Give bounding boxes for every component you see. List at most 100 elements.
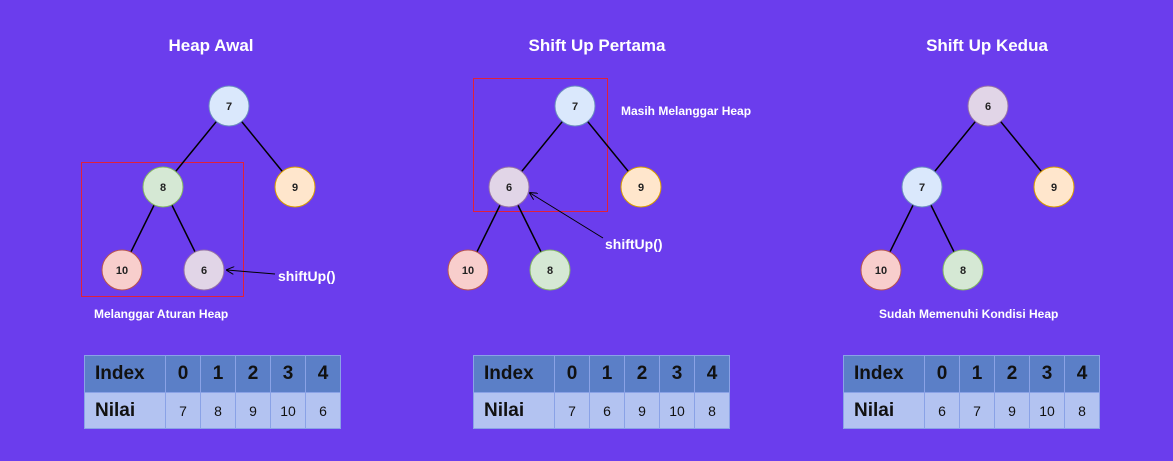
pointer-label-shiftup-1: shiftUp() bbox=[278, 268, 336, 284]
shiftup-pointer-arrow-2 bbox=[530, 193, 604, 239]
heap-node-circle bbox=[860, 249, 902, 291]
heap-node: 6 bbox=[183, 249, 225, 291]
heap-node-value: 10 bbox=[462, 265, 474, 277]
heap-node-circle bbox=[488, 166, 530, 208]
heap-node-value: 7 bbox=[572, 101, 578, 113]
heap-node-circle bbox=[208, 85, 250, 127]
array-table-shift-up-kedua: Index 0 1 2 3 4 Nilai 6 7 9 10 8 bbox=[843, 355, 1100, 429]
value-cell: 6 bbox=[924, 392, 960, 429]
heap-node-circle bbox=[274, 166, 316, 208]
value-cell: 10 bbox=[659, 392, 695, 429]
heap-node: 10 bbox=[101, 249, 143, 291]
annotation-memenuhi: Sudah Memenuhi Kondisi Heap bbox=[879, 307, 1059, 321]
value-cell: 8 bbox=[1064, 392, 1100, 429]
index-cell: 1 bbox=[200, 355, 236, 393]
shiftup-pointer-arrow-1 bbox=[227, 270, 276, 274]
heap-node-value: 10 bbox=[875, 265, 887, 277]
pointer-label-shiftup-2: shiftUp() bbox=[605, 236, 663, 252]
index-header: Index bbox=[84, 355, 166, 393]
index-header: Index bbox=[473, 355, 555, 393]
index-cell: 4 bbox=[1064, 355, 1100, 393]
heap-node-circle bbox=[620, 166, 662, 208]
heap-node-circle bbox=[554, 85, 596, 127]
index-header: Index bbox=[843, 355, 925, 393]
value-cell: 6 bbox=[589, 392, 625, 429]
array-table-shift-up-pertama: Index 0 1 2 3 4 Nilai 7 6 9 10 8 bbox=[473, 355, 730, 429]
index-row: Index 0 1 2 3 4 bbox=[473, 355, 730, 393]
heap-node-value: 10 bbox=[116, 265, 128, 277]
heap-node-value: 9 bbox=[1051, 182, 1057, 194]
heap-node-circle bbox=[967, 85, 1009, 127]
heap-node-circle bbox=[142, 166, 184, 208]
index-row: Index 0 1 2 3 4 bbox=[843, 355, 1100, 393]
index-cell: 3 bbox=[659, 355, 695, 393]
value-cell: 6 bbox=[305, 392, 341, 429]
index-cell: 4 bbox=[694, 355, 730, 393]
heap-node-value: 6 bbox=[201, 265, 207, 277]
heap-node-value: 7 bbox=[226, 101, 232, 113]
heap-node: 9 bbox=[620, 166, 662, 208]
heap-node-value: 9 bbox=[292, 182, 298, 194]
heap-node-value: 6 bbox=[506, 182, 512, 194]
heap-node-value: 8 bbox=[160, 182, 166, 194]
heap-node: 8 bbox=[942, 249, 984, 291]
array-table-heap-awal: Index 0 1 2 3 4 Nilai 7 8 9 10 6 bbox=[84, 355, 341, 429]
value-row: Nilai 7 8 9 10 6 bbox=[84, 392, 341, 429]
index-cell: 3 bbox=[1029, 355, 1065, 393]
value-header: Nilai bbox=[843, 392, 925, 429]
heap-node: 7 bbox=[554, 85, 596, 127]
index-cell: 2 bbox=[235, 355, 271, 393]
index-cell: 2 bbox=[994, 355, 1030, 393]
heap-node: 8 bbox=[529, 249, 571, 291]
index-cell: 4 bbox=[305, 355, 341, 393]
heap-node: 10 bbox=[447, 249, 489, 291]
index-cell: 1 bbox=[959, 355, 995, 393]
heap-node-circle bbox=[183, 249, 225, 291]
index-cell: 1 bbox=[589, 355, 625, 393]
index-cell: 0 bbox=[165, 355, 201, 393]
value-cell: 8 bbox=[694, 392, 730, 429]
value-cell: 8 bbox=[200, 392, 236, 429]
heap-node: 9 bbox=[274, 166, 316, 208]
heap-node-value: 6 bbox=[985, 101, 991, 113]
index-cell: 0 bbox=[924, 355, 960, 393]
heap-node-circle bbox=[901, 166, 943, 208]
heap-node-circle bbox=[101, 249, 143, 291]
value-cell: 9 bbox=[624, 392, 660, 429]
value-cell: 7 bbox=[165, 392, 201, 429]
index-row: Index 0 1 2 3 4 bbox=[84, 355, 341, 393]
heap-node-value: 8 bbox=[547, 265, 553, 277]
heap-node-circle bbox=[447, 249, 489, 291]
panel-title-heap-awal: Heap Awal bbox=[168, 36, 254, 55]
violation-highlight-box bbox=[81, 162, 244, 297]
index-cell: 2 bbox=[624, 355, 660, 393]
heap-node: 7 bbox=[208, 85, 250, 127]
value-header: Nilai bbox=[84, 392, 166, 429]
annotation-masih-melanggar: Masih Melanggar Heap bbox=[621, 104, 752, 118]
value-cell: 9 bbox=[994, 392, 1030, 429]
index-cell: 3 bbox=[270, 355, 306, 393]
heap-node-circle bbox=[529, 249, 571, 291]
value-header: Nilai bbox=[473, 392, 555, 429]
value-row: Nilai 7 6 9 10 8 bbox=[473, 392, 730, 429]
value-cell: 7 bbox=[554, 392, 590, 429]
value-cell: 10 bbox=[270, 392, 306, 429]
heap-node-value: 7 bbox=[919, 182, 925, 194]
value-row: Nilai 6 7 9 10 8 bbox=[843, 392, 1100, 429]
heap-node: 10 bbox=[860, 249, 902, 291]
index-cell: 0 bbox=[554, 355, 590, 393]
heap-node: 7 bbox=[901, 166, 943, 208]
panel-title-shift-up-kedua: Shift Up Kedua bbox=[926, 36, 1048, 55]
heap-node: 9 bbox=[1033, 166, 1075, 208]
annotation-melanggar: Melanggar Aturan Heap bbox=[94, 307, 229, 321]
heap-node: 6 bbox=[488, 166, 530, 208]
value-cell: 7 bbox=[959, 392, 995, 429]
heap-node-value: 9 bbox=[638, 182, 644, 194]
value-cell: 10 bbox=[1029, 392, 1065, 429]
heap-node-circle bbox=[942, 249, 984, 291]
heap-node-value: 8 bbox=[960, 265, 966, 277]
value-cell: 9 bbox=[235, 392, 271, 429]
heap-node: 6 bbox=[967, 85, 1009, 127]
heap-node: 8 bbox=[142, 166, 184, 208]
